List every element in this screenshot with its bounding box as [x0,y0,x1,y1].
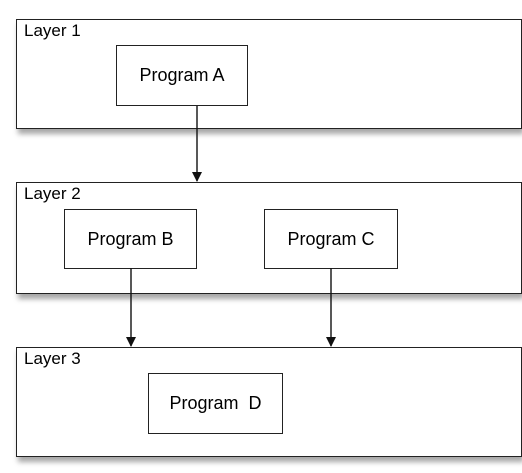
program-b-label: Program B [87,228,174,249]
layer-3-label: Layer 3 [24,349,81,368]
program-d-box: Program D [148,373,283,434]
program-a-label: Program A [139,65,225,85]
layer-2-label: Layer 2 [24,184,81,203]
program-c-label: Program C [287,228,375,249]
program-c-box: Program C [264,209,398,269]
layer-1: Layer 1 [16,19,522,129]
program-a-box: Program A [116,45,248,106]
program-d-label: Program D [169,393,262,413]
layer-1-label: Layer 1 [24,21,81,40]
program-b-box: Program B [64,209,197,269]
